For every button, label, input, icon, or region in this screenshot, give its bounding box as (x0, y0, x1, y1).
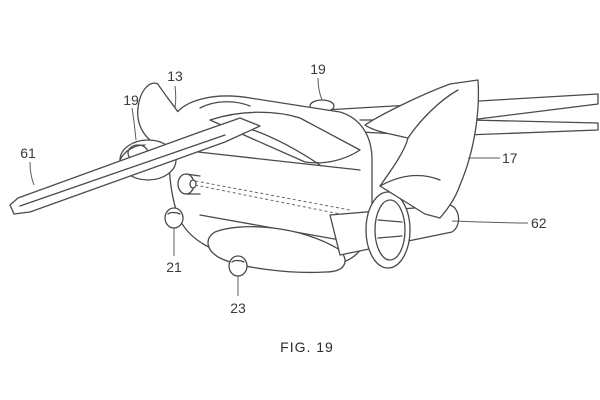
ref-label-21: 21 (166, 259, 182, 275)
front-inlet (177, 173, 201, 195)
figure-caption: FIG. 19 (280, 339, 334, 355)
leader-lines (29, 77, 529, 296)
tail-fin (364, 79, 480, 219)
left-wing (9, 117, 261, 215)
ref-label-17: 17 (502, 150, 518, 166)
ref-label-19-left: 19 (123, 92, 139, 108)
ref-label-23: 23 (230, 300, 246, 316)
ref-label-19-right: 19 (310, 61, 326, 77)
front-gear (164, 207, 184, 229)
ref-label-62: 62 (531, 215, 547, 231)
ref-label-13: 13 (167, 68, 183, 84)
ref-label-61: 61 (20, 145, 36, 161)
rear-gear (228, 255, 248, 277)
rear-nacelle (329, 191, 460, 269)
